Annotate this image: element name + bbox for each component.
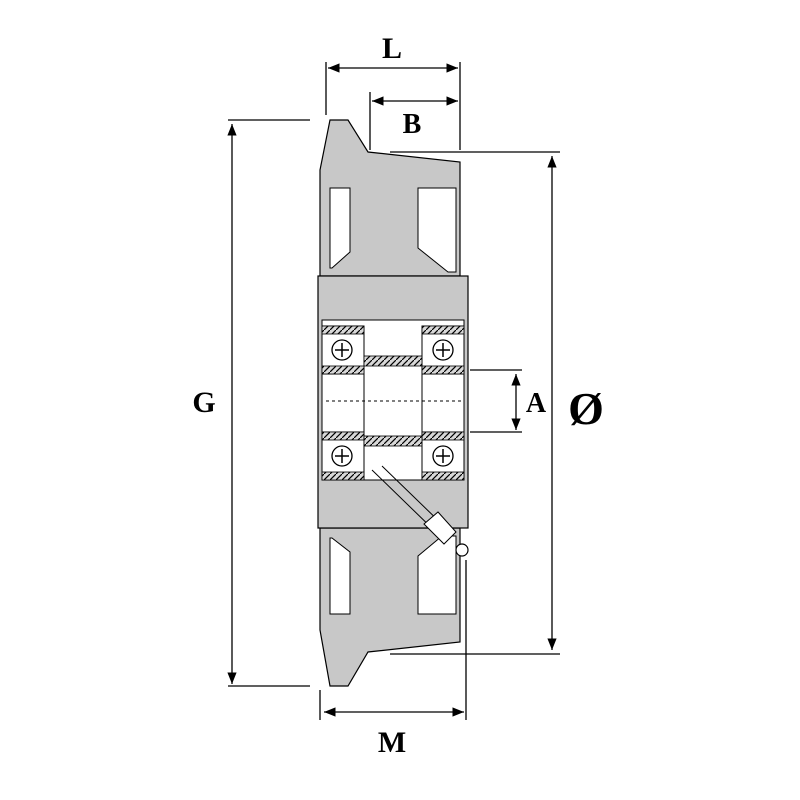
lower-left-window	[329, 537, 351, 615]
bearing-ball	[432, 445, 454, 467]
upper-left-window	[329, 187, 351, 269]
grease-nipple	[371, 465, 469, 557]
wheel-body	[317, 119, 469, 687]
bearings	[321, 325, 465, 481]
dimension-lines	[227, 62, 560, 720]
lower-right-window	[417, 535, 457, 615]
bearing-ball	[331, 445, 353, 467]
upper-right-window	[417, 187, 457, 273]
label-M: M	[378, 726, 406, 759]
label-A: A	[526, 388, 547, 419]
label-diameter: Ø	[568, 383, 604, 434]
bearing-ball	[432, 339, 454, 361]
label-G: G	[192, 386, 215, 419]
spacer-sleeve-top	[363, 355, 423, 367]
bearing-ball	[331, 339, 353, 361]
spacer-sleeve-bottom	[363, 435, 423, 447]
label-B: B	[403, 109, 422, 140]
label-L: L	[382, 32, 402, 65]
